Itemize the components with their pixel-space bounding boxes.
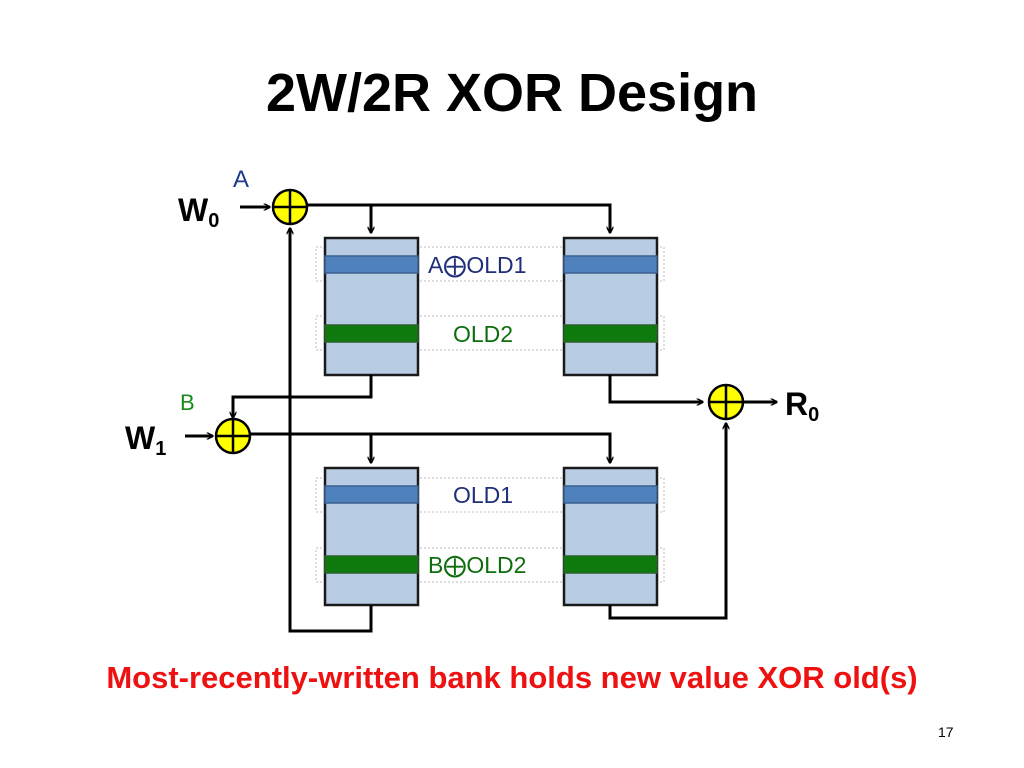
- row-guide-top-blue: [315, 246, 665, 282]
- row-label-bottom-blue: OLD1: [453, 482, 514, 508]
- row-label-bottom-green: B⨁OLD2: [428, 552, 527, 578]
- bank-top-left: [323, 236, 420, 377]
- input-label-b: B: [180, 390, 195, 415]
- row-label-top-green: OLD2: [453, 321, 514, 347]
- bank-bottom-left: [323, 466, 420, 607]
- page-number: 17: [938, 724, 954, 740]
- bank-bottom-right: [562, 466, 659, 607]
- port-label-r0: R0: [785, 386, 820, 426]
- bank-top-right: [562, 236, 659, 377]
- row-guide-top-green: [315, 315, 665, 351]
- row-guide-bottom-blue: [315, 477, 665, 513]
- xor-gate-w1: [214, 417, 252, 455]
- row-label-top-blue: A⨁OLD1: [428, 252, 527, 278]
- port-label-w0: W0: [178, 192, 220, 232]
- xor-gate-r0: [707, 383, 745, 421]
- wires: [185, 203, 777, 633]
- input-label-a: A: [233, 166, 250, 193]
- port-label-w1: W1: [125, 420, 167, 460]
- slide-caption: Most-recently-written bank holds new val…: [106, 660, 918, 695]
- slide-title: 2W/2R XOR Design: [265, 63, 759, 123]
- xor-gate-w0: [271, 188, 309, 226]
- row-guide-bottom-green: [315, 547, 665, 583]
